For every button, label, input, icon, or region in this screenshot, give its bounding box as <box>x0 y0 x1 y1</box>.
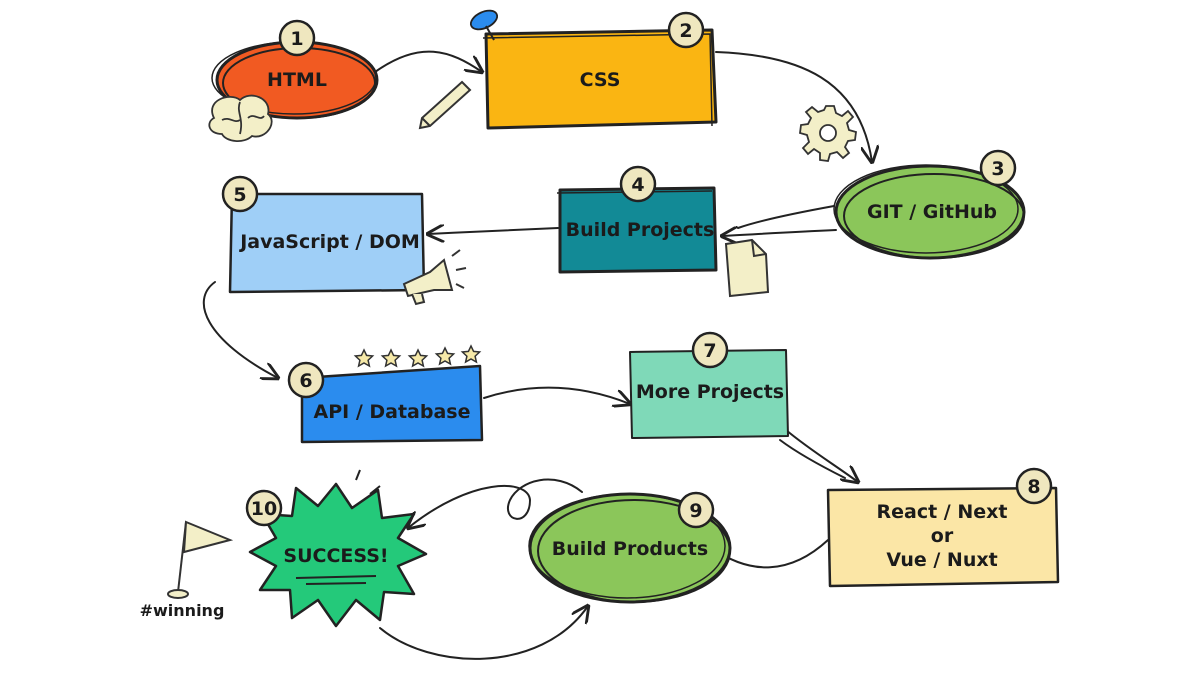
megaphone-icon <box>402 249 467 306</box>
arrow-7-to-8 <box>785 429 858 482</box>
step-8-node: React / Next or Vue / Nuxt 8 <box>826 467 1060 588</box>
star-icon <box>434 346 456 366</box>
step-8-label-line-1: React / Next <box>877 501 1008 523</box>
step-6-badge <box>287 361 325 399</box>
star-icon <box>407 348 429 368</box>
step-9-badge <box>677 491 715 529</box>
step-9-number: 9 <box>689 500 702 522</box>
step-5-badge <box>221 175 259 213</box>
step-7-number: 7 <box>703 340 716 362</box>
step-8-shape <box>826 486 1060 588</box>
flag-icon <box>167 520 234 599</box>
pushpin-icon <box>469 9 499 41</box>
step-5-node: JavaScript / DOM 5 <box>221 175 426 294</box>
step-7-node: More Projects 7 <box>629 331 789 439</box>
arrow-9-to-10 <box>408 478 583 528</box>
star-icon <box>460 344 482 364</box>
document-icon <box>724 238 770 298</box>
arrow-3-to-4 <box>722 230 837 236</box>
step-5-label: JavaScript / DOM <box>238 231 420 253</box>
step-7-badge <box>691 331 729 369</box>
step-1-label: HTML <box>267 69 327 91</box>
burst-lines <box>355 469 381 495</box>
step-3-label: GIT / GitHub <box>867 201 997 223</box>
step-10-label: SUCCESS! <box>283 545 388 567</box>
arrow-1-to-2 <box>374 50 482 72</box>
step-3-badge <box>979 149 1017 187</box>
step-5-number: 5 <box>233 184 246 206</box>
step-4-number: 4 <box>631 174 644 196</box>
step-2-shape <box>484 28 718 130</box>
step-9-label: Build Products <box>552 538 708 560</box>
star-icon <box>353 348 375 368</box>
step-8-number: 8 <box>1027 476 1040 498</box>
rating-stars <box>353 344 482 368</box>
step-6-shape <box>300 364 484 444</box>
step-6-label: API / Database <box>314 401 471 423</box>
step-2-number: 2 <box>679 20 692 42</box>
step-7-shape <box>629 349 789 439</box>
star-icon <box>380 348 402 368</box>
step-3-node: GIT / GitHub 3 <box>833 149 1026 260</box>
arrow-6-to-7 <box>483 386 630 404</box>
step-4-label: Build Projects <box>566 219 715 241</box>
arrow-4-to-5 <box>428 228 559 234</box>
winning-tag: #winning <box>140 601 225 620</box>
step-2-label: CSS <box>580 69 621 91</box>
arrow-5-to-6 <box>202 281 278 378</box>
step-2-node: CSS 2 <box>482 11 718 130</box>
step-2-badge <box>667 11 705 49</box>
brain-icon <box>208 94 273 142</box>
gear-icon <box>799 105 857 162</box>
step-8-label-line-2: or <box>931 525 954 547</box>
arrow-10-to-9 <box>379 606 588 660</box>
step-10-number: 10 <box>251 498 277 520</box>
step-4-badge <box>619 165 657 203</box>
step-7-label: More Projects <box>636 381 784 403</box>
step-6-number: 6 <box>299 370 312 392</box>
step-10-badge <box>245 489 283 527</box>
arrow-2-to-3 <box>715 51 872 162</box>
arrow-7-to-8-b <box>779 439 846 479</box>
step-6-node: API / Database 6 <box>287 361 484 444</box>
step-10-node: SUCCESS! 10 <box>245 469 428 628</box>
arrow-3-to-4-b <box>737 205 835 229</box>
step-1-badge <box>278 19 316 57</box>
step-4-node: Build Projects 4 <box>556 165 718 274</box>
step-8-label-line-3: Vue / Nuxt <box>886 549 997 571</box>
step-3-number: 3 <box>991 158 1004 180</box>
step-9-node: Build Products 9 <box>528 491 732 604</box>
step-1-number: 1 <box>290 28 303 50</box>
pencil-icon <box>418 80 472 130</box>
step-8-badge <box>1015 467 1053 505</box>
step-4-shape <box>558 186 718 274</box>
